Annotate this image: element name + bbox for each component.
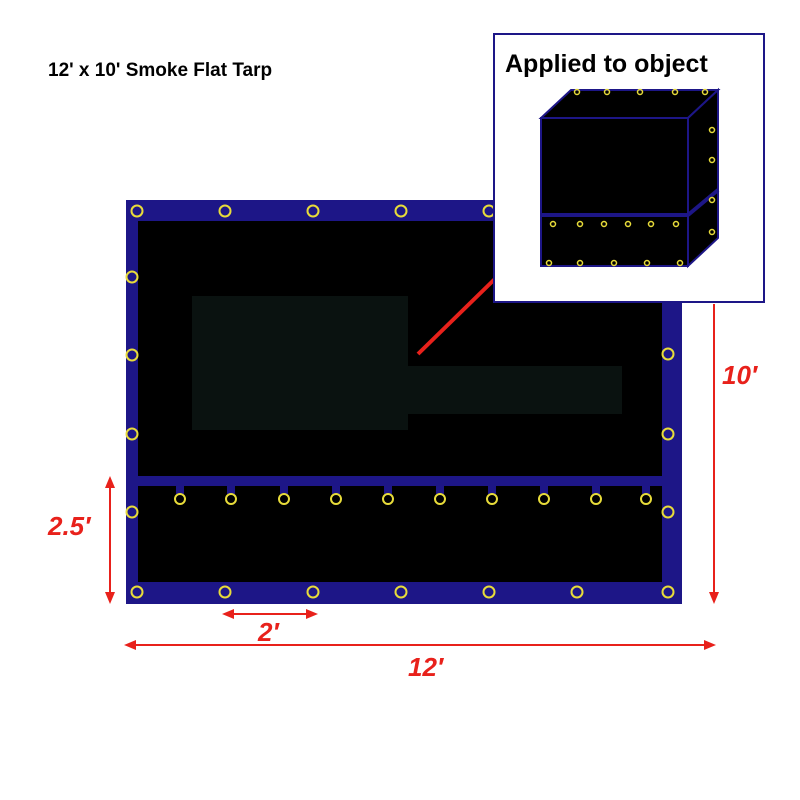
- grommet: [570, 585, 584, 599]
- inset-grommet: [643, 259, 651, 267]
- inset-grommet: [576, 259, 584, 267]
- grommet: [482, 585, 496, 599]
- inset-grommet: [701, 88, 709, 96]
- inset-grommet: [708, 196, 716, 204]
- inset-grommet: [708, 126, 716, 134]
- flap-height-label: 2.5′: [47, 511, 92, 541]
- grommet: [394, 204, 408, 218]
- hem-tab-grommet: [434, 493, 446, 505]
- grommet: [661, 347, 675, 361]
- grommet: [130, 204, 144, 218]
- grommet: [125, 427, 139, 441]
- hem-tab: [540, 484, 548, 494]
- hem-tab-grommet: [278, 493, 290, 505]
- hem-tab-grommet: [174, 493, 186, 505]
- tarp-shade-2: [408, 366, 622, 414]
- grommet: [661, 427, 675, 441]
- width-label: 12′: [408, 652, 445, 682]
- inset-grommet: [576, 220, 584, 228]
- inset-grommet: [672, 220, 680, 228]
- flat-tarp: [125, 200, 682, 604]
- hem-tab-grommet: [382, 493, 394, 505]
- grommet: [306, 585, 320, 599]
- inset-grommet: [624, 220, 632, 228]
- inset-grommet: [545, 259, 553, 267]
- hem-tab: [436, 484, 444, 494]
- dimension-2-5: 2.5′: [47, 476, 115, 604]
- product-title: 12' x 10' Smoke Flat Tarp: [48, 60, 273, 81]
- inset-grommet: [636, 88, 644, 96]
- inset-grommet: [600, 220, 608, 228]
- hem-tab-group: [174, 484, 652, 505]
- inset-label: Applied to object: [505, 50, 708, 78]
- inset-grommet-group: [545, 88, 716, 267]
- cube-front: [540, 117, 689, 267]
- hem-tab: [384, 484, 392, 494]
- grommet: [130, 585, 144, 599]
- dimension-2: 2′: [222, 609, 318, 647]
- hem-tab-grommet: [590, 493, 602, 505]
- callout-line: [416, 270, 504, 356]
- spacing-label: 2′: [257, 617, 280, 647]
- grommet: [661, 585, 675, 599]
- hem-tab: [488, 484, 496, 494]
- grommet: [218, 204, 232, 218]
- inset-grommet: [676, 259, 684, 267]
- dimension-12: 12′: [124, 640, 716, 682]
- hem-tab: [642, 484, 650, 494]
- tarp-hem-line: [138, 476, 662, 486]
- hem-tab: [332, 484, 340, 494]
- inset-grommet: [573, 88, 581, 96]
- inset-grommet: [708, 156, 716, 164]
- grommet: [125, 505, 139, 519]
- inset-grommet: [610, 259, 618, 267]
- dimension-10: 10′: [709, 304, 759, 604]
- inset-grommet: [647, 220, 655, 228]
- hem-tab-grommet: [486, 493, 498, 505]
- grommet: [661, 505, 675, 519]
- grommet: [125, 270, 139, 284]
- grommet: [306, 204, 320, 218]
- hem-tab-grommet: [640, 493, 652, 505]
- cube-side-hem: [686, 188, 720, 217]
- tarp-shade-1: [192, 296, 408, 430]
- cube-side: [687, 87, 719, 269]
- hem-tab-grommet: [330, 493, 342, 505]
- inset-grommet: [603, 88, 611, 96]
- hem-tab-grommet: [225, 493, 237, 505]
- tarp-body-lower: [138, 486, 662, 582]
- hem-tab: [592, 484, 600, 494]
- height-label: 10′: [722, 360, 759, 390]
- hem-tab-grommet: [538, 493, 550, 505]
- grommet: [125, 348, 139, 362]
- inset-grommet: [671, 88, 679, 96]
- hem-tab: [176, 484, 184, 494]
- grommet: [218, 585, 232, 599]
- applied-inset: Applied to object: [493, 33, 765, 303]
- hem-tab: [227, 484, 235, 494]
- hem-tab: [280, 484, 288, 494]
- inset-grommet: [708, 228, 716, 236]
- inset-grommet: [549, 220, 557, 228]
- grommet: [394, 585, 408, 599]
